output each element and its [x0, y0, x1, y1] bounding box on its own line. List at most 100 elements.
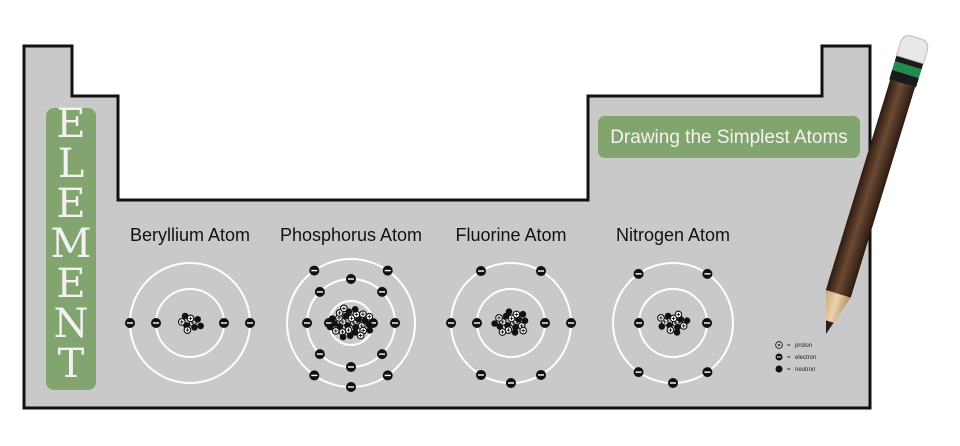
legend-label: proton	[795, 343, 812, 349]
electron	[377, 349, 388, 360]
neutron	[521, 317, 529, 325]
proton	[335, 309, 344, 317]
electron	[309, 265, 320, 276]
electron	[314, 349, 325, 360]
neutron	[181, 312, 189, 320]
electron	[446, 318, 456, 328]
electron	[536, 266, 546, 277]
nucleus	[657, 310, 691, 336]
atom-beryllium: Beryllium Atom	[125, 225, 255, 384]
side-label-letter: L	[58, 141, 85, 187]
side-label-letter: E	[56, 101, 85, 147]
proton	[356, 331, 365, 340]
side-label-letter: T	[58, 341, 85, 387]
pencil-body	[825, 79, 916, 298]
neutron	[194, 316, 201, 323]
atom-phosphorus: Phosphorus Atom	[280, 225, 422, 392]
side-label-bar	[46, 108, 96, 390]
neutron	[346, 332, 354, 340]
legend-item: =neutron	[775, 365, 815, 373]
electron	[540, 318, 550, 328]
electron	[346, 382, 356, 392]
proton	[657, 314, 665, 322]
neutron	[673, 329, 681, 336]
proton	[352, 310, 361, 319]
electron	[390, 318, 400, 328]
electron	[702, 367, 713, 378]
side-label-letter: N	[54, 301, 89, 347]
neutron-symbol	[775, 365, 783, 373]
side-label-letter: E	[56, 261, 85, 307]
neutron	[197, 322, 204, 330]
nucleus	[326, 304, 374, 341]
neutron	[664, 312, 672, 320]
neutron	[674, 324, 681, 331]
title-banner: Drawing the Simplest Atoms	[598, 116, 860, 158]
neutron	[512, 324, 519, 331]
electron	[472, 318, 482, 328]
nucleus	[177, 312, 204, 334]
electron	[506, 378, 516, 388]
electron	[314, 286, 325, 297]
electron	[309, 370, 320, 381]
pencil-band-dark-2	[894, 55, 924, 70]
electron	[382, 265, 393, 276]
legend-label: neutron	[795, 367, 815, 373]
proton	[674, 310, 683, 319]
proton	[365, 312, 374, 321]
neutron	[365, 321, 373, 329]
side-label-letter: M	[51, 221, 92, 267]
neutron	[519, 310, 527, 318]
proton	[495, 314, 503, 322]
electron	[633, 367, 644, 378]
atoms-layer: Beryllium Atom Phosphorus Atom Fluorine At…	[125, 225, 734, 392]
proton	[340, 304, 348, 313]
neutron	[331, 320, 338, 327]
legend-item: = proton	[775, 341, 812, 349]
electron	[382, 370, 393, 381]
electron	[346, 362, 356, 372]
proton	[331, 327, 340, 335]
neutron	[351, 306, 359, 313]
side-label-letter: E	[56, 181, 85, 227]
neutron	[658, 323, 666, 330]
legend: = proton =electron =neutron	[775, 341, 816, 373]
proton	[183, 326, 192, 334]
pencil-band-dark	[889, 69, 919, 88]
neutron	[328, 315, 336, 322]
electron	[219, 318, 229, 328]
electron	[536, 369, 546, 380]
neutron	[352, 324, 359, 331]
electron	[633, 268, 644, 279]
neutron	[326, 323, 334, 331]
electron	[634, 318, 644, 328]
neutron	[683, 317, 691, 325]
atom-title: Fluorine Atom	[455, 225, 566, 245]
neutron	[366, 327, 374, 334]
atom-fluorine: Fluorine Atom	[446, 225, 576, 388]
electron	[151, 318, 161, 328]
electron	[377, 286, 388, 297]
atom-title: Beryllium Atom	[130, 225, 250, 245]
pencil-eraser	[895, 35, 929, 65]
title-banner-text: Drawing the Simplest Atoms	[610, 127, 848, 148]
proton	[498, 328, 507, 336]
neutron	[511, 329, 519, 336]
electron	[245, 318, 255, 328]
legend-item: =electron	[775, 353, 816, 361]
electron	[346, 274, 356, 284]
electron	[476, 369, 486, 380]
neutron	[191, 324, 198, 331]
electron	[476, 266, 486, 277]
neutron	[491, 320, 498, 327]
legend-equals: =	[787, 343, 791, 349]
electron	[702, 318, 712, 328]
proton	[679, 322, 688, 330]
proton	[519, 326, 528, 335]
pencil-icon	[825, 35, 929, 334]
neutron	[505, 308, 513, 316]
proton	[359, 310, 367, 319]
